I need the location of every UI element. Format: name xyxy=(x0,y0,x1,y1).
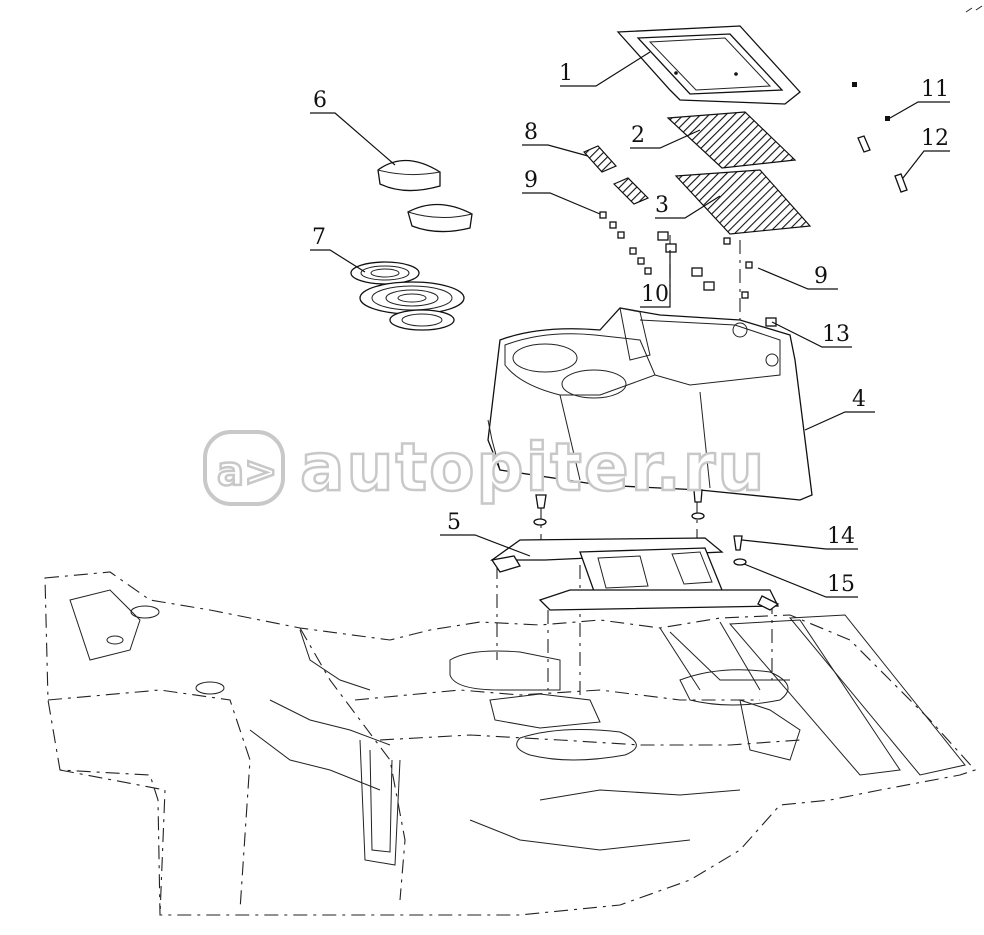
callout-14: 14 xyxy=(827,524,855,549)
callout-6: 6 xyxy=(313,88,327,113)
callout-2: 2 xyxy=(631,123,645,148)
part-12-bolts xyxy=(857,135,908,193)
callout-3: 3 xyxy=(655,193,669,218)
floor-panel xyxy=(44,571,976,916)
part-14-bolt xyxy=(535,489,743,551)
part-8-clips xyxy=(582,145,650,205)
callout-11: 11 xyxy=(921,77,949,102)
corner-mark xyxy=(965,5,983,13)
part-5-bracket xyxy=(489,537,780,611)
part-2-mat xyxy=(666,111,797,169)
callout-15: 15 xyxy=(827,572,855,597)
part-9-fasteners xyxy=(599,211,753,299)
part-1-lid xyxy=(616,25,801,105)
part-6-cup-holder-rings xyxy=(377,159,473,233)
callout-7: 7 xyxy=(312,225,326,250)
callout-labels: 1 2 3 4 5 6 7 8 9 9 10 11 12 13 14 15 xyxy=(312,61,949,597)
callout-10: 10 xyxy=(641,282,669,307)
callout-12: 12 xyxy=(921,126,949,151)
callout-1: 1 xyxy=(559,61,573,86)
watermark-logo: a> xyxy=(217,449,278,495)
callout-8: 8 xyxy=(524,120,538,145)
leader-lines xyxy=(310,51,950,598)
part-3-mat xyxy=(674,169,812,235)
callout-4: 4 xyxy=(852,387,866,412)
watermark: a> autopiter.ru xyxy=(203,428,766,507)
callout-5: 5 xyxy=(447,510,461,535)
callout-13: 13 xyxy=(822,322,850,347)
part-4-console-body xyxy=(487,307,813,501)
part-15-washer xyxy=(533,512,747,566)
callout-9a: 9 xyxy=(524,168,538,193)
part-7-ring-set xyxy=(350,261,465,331)
part-13-clip xyxy=(765,317,777,327)
callout-9b: 9 xyxy=(814,264,828,289)
part-10-clips xyxy=(657,231,715,291)
part-11-screws xyxy=(852,82,890,121)
watermark-text: autopiter.ru xyxy=(300,429,766,506)
